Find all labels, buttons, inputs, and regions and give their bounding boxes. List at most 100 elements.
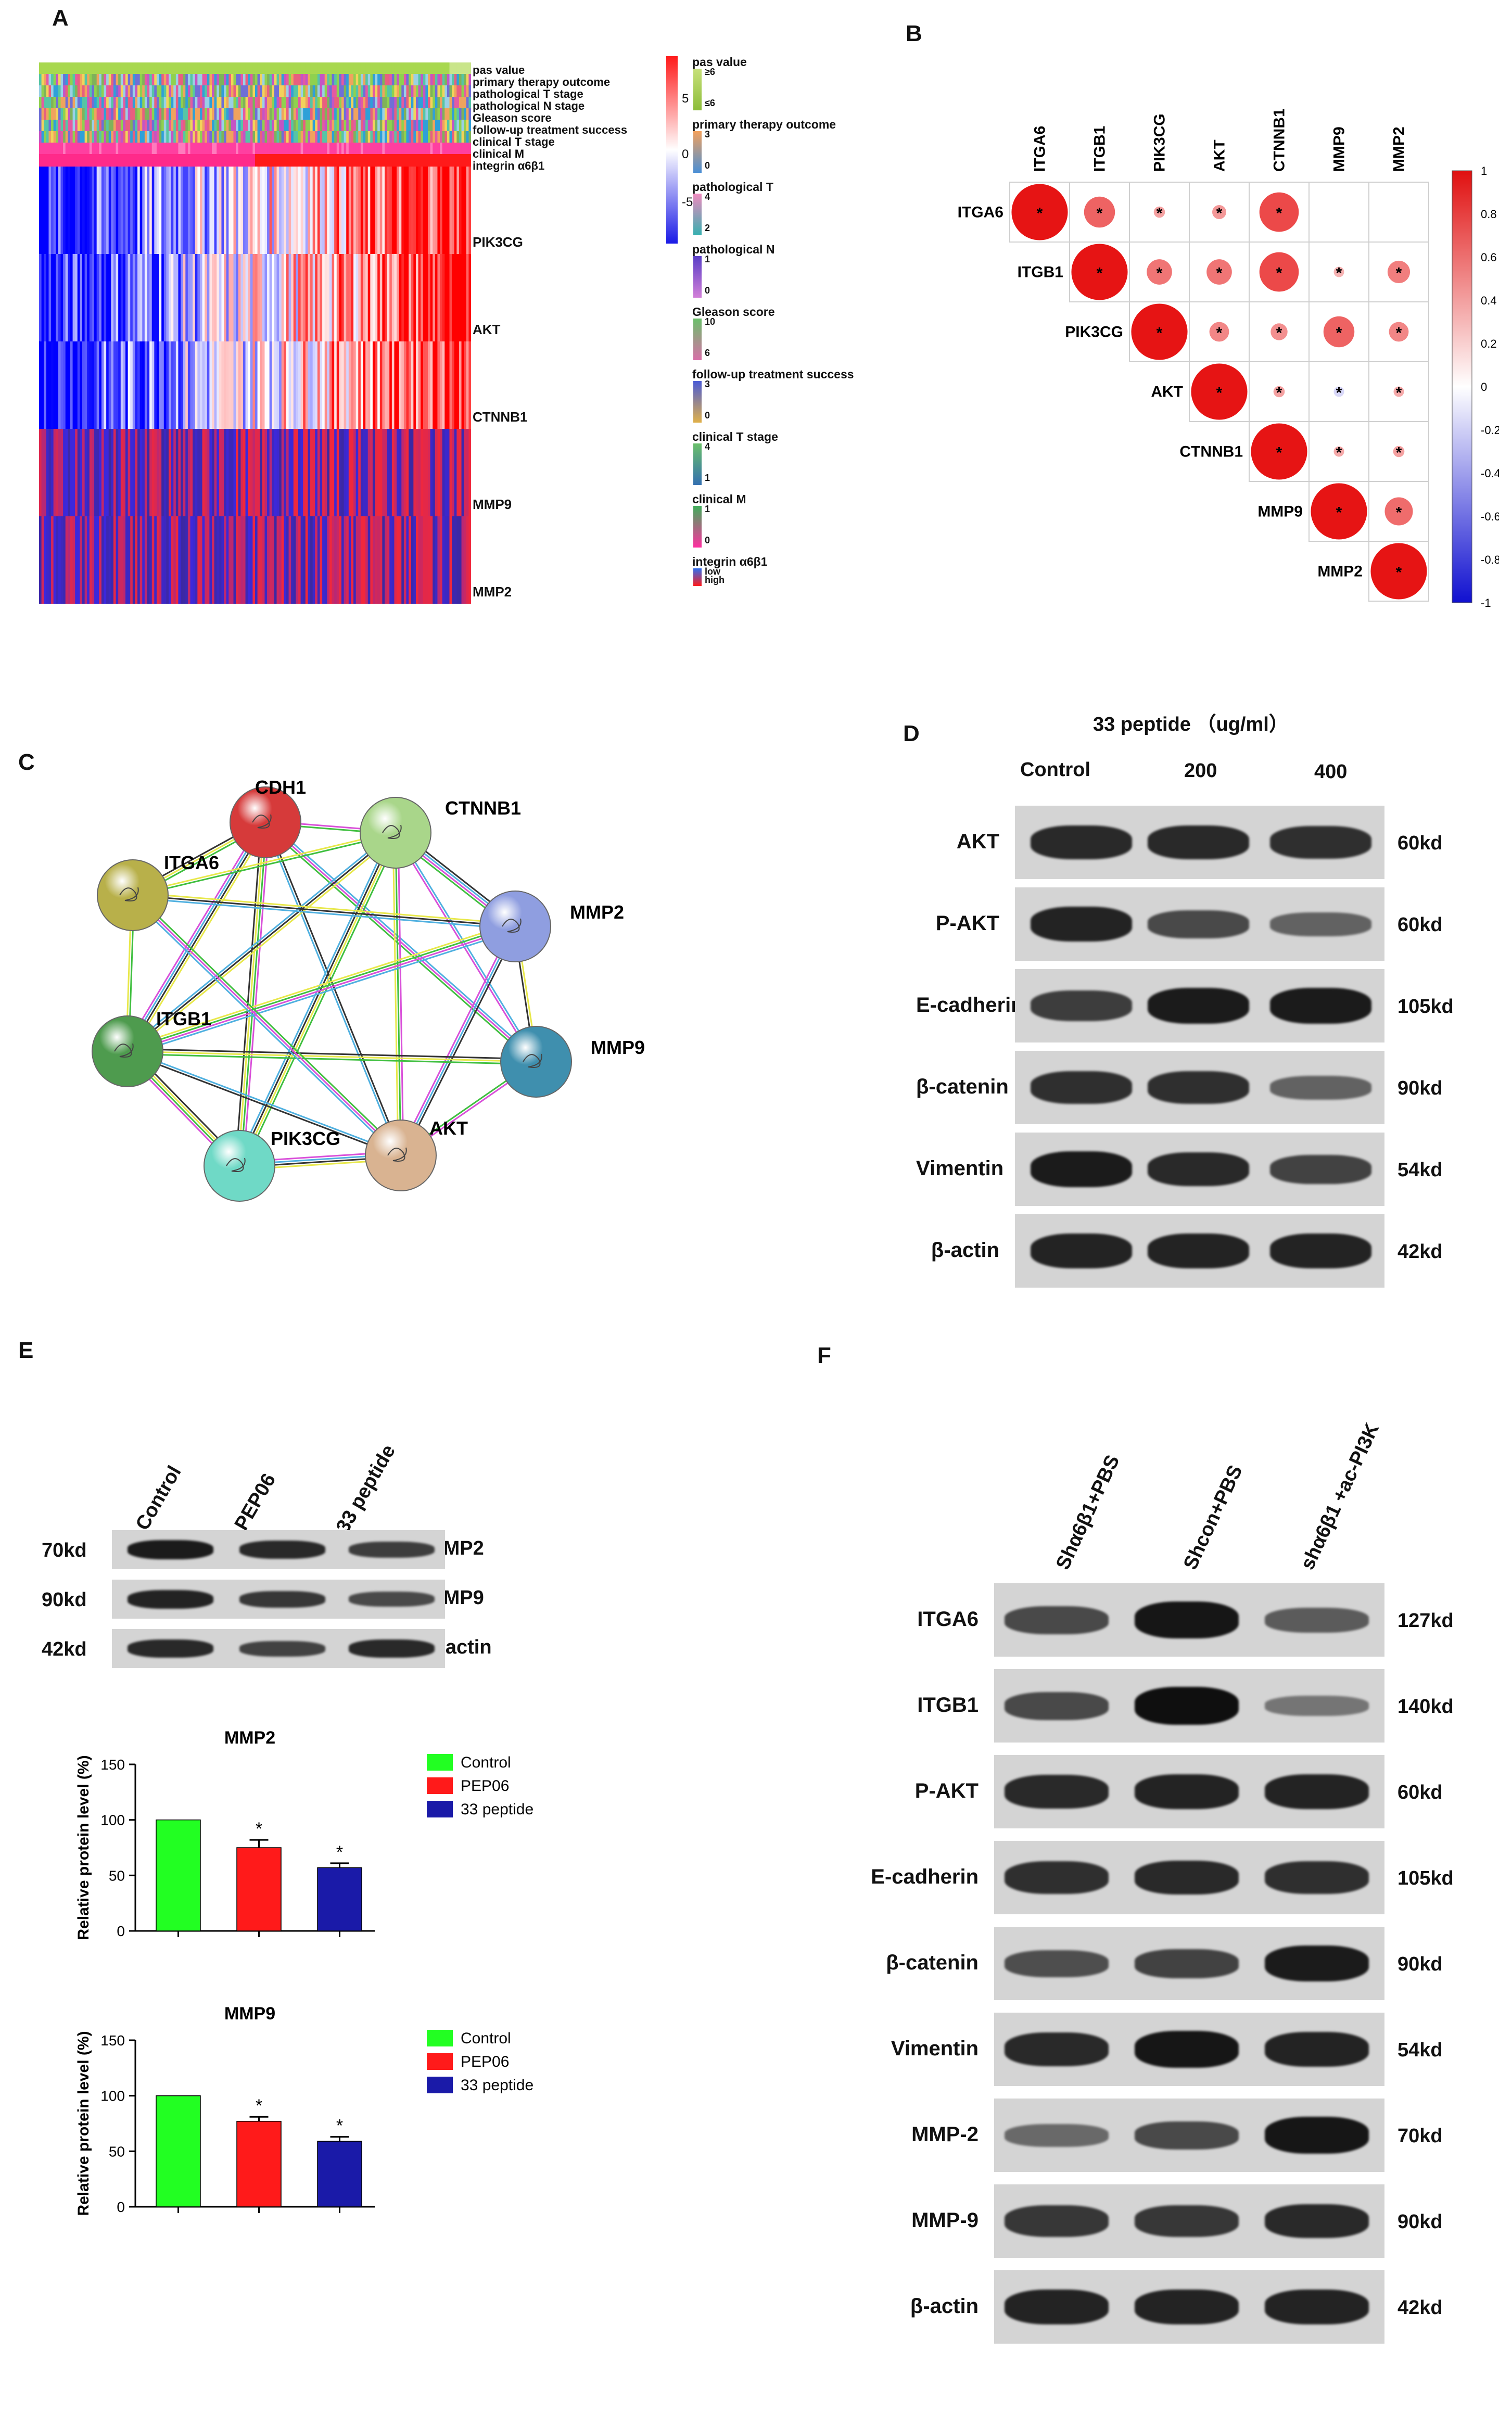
- legend-tick: 6: [705, 348, 710, 358]
- significance-star: *: [1276, 265, 1282, 282]
- legend-label: 33 peptide: [461, 1801, 533, 1818]
- corr-circle: [1084, 196, 1115, 228]
- network-edge: [128, 822, 268, 1053]
- significance-star: *: [1396, 265, 1402, 282]
- blot-band: [1135, 1774, 1239, 1809]
- blot-kd-label: 90kd: [1397, 1953, 1443, 1975]
- annotation-row-label: pathological T stage: [473, 87, 583, 100]
- significance-star: *: [1216, 205, 1223, 222]
- network-edge: [133, 892, 516, 925]
- network-edge: [125, 830, 395, 1050]
- y-tick-label: 150: [100, 1757, 125, 1773]
- network-edge: [133, 833, 396, 897]
- y-tick-label: 50: [109, 2143, 125, 2159]
- bar: [156, 1819, 201, 1931]
- blot-band: [1005, 2205, 1109, 2237]
- significance-star: *: [1276, 444, 1282, 462]
- colorbar-tick: 5: [682, 92, 689, 106]
- network-edge: [237, 832, 396, 1166]
- blot-kd-label: 42kd: [42, 1638, 87, 1660]
- significance-star: *: [1097, 265, 1103, 282]
- corr-row-label: ITGA6: [958, 204, 1003, 221]
- blot-kd-label: 127kd: [1397, 1609, 1454, 1632]
- panel-label-c: C: [18, 749, 35, 775]
- corr-circle: [1131, 303, 1188, 360]
- network-node-label: CDH1: [255, 777, 306, 798]
- blot-row-label: ITGB1: [917, 1693, 979, 1716]
- legend-label: Control: [461, 2030, 511, 2047]
- blot-strip: [994, 1669, 1384, 1743]
- network-node: [204, 1130, 275, 1202]
- blot-strip: [1015, 887, 1384, 961]
- legend-swatch: [693, 131, 702, 173]
- blot-band: [1005, 2290, 1109, 2324]
- blot-kd-label: 42kd: [1397, 1240, 1443, 1263]
- network-node: [97, 859, 169, 931]
- corr-circle: [1270, 323, 1288, 340]
- gene-row-label: MMP9: [473, 497, 512, 512]
- network-node-label: AKT: [429, 1117, 468, 1139]
- blot-band: [1005, 2032, 1109, 2066]
- legend-tick: 0: [705, 535, 710, 545]
- network-edge: [127, 1053, 536, 1065]
- blot-strip: [1015, 1133, 1384, 1206]
- blot-row-label: β-catenin: [886, 1951, 979, 1974]
- corr-col-label: PIK3CG: [1151, 113, 1168, 172]
- legend-tick: 3: [705, 379, 710, 389]
- network-edge: [395, 832, 402, 1156]
- significance-star: *: [256, 1819, 262, 1839]
- blot-row-label: P-AKT: [935, 911, 999, 935]
- legend-label: 33 peptide: [461, 2077, 533, 2094]
- blot-strip: [994, 1583, 1384, 1657]
- blot-band: [1135, 2031, 1239, 2068]
- blot-band: [1005, 1861, 1109, 1894]
- network-edge: [266, 820, 539, 1061]
- blot-row-label: E-cadherin: [916, 993, 1024, 1016]
- significance-star: *: [336, 1842, 343, 1862]
- network-node-label: ITGB1: [156, 1008, 211, 1029]
- blot-strip: [994, 1927, 1384, 2000]
- gene-row-label: MMP2: [473, 584, 512, 600]
- panel-f: Shα6β1+PBS Shcon+PBS shα6β1 +ac-PI3K ITG…: [833, 1364, 1509, 2405]
- blot-row-label: β-actin: [931, 1238, 999, 1262]
- blot-band: [1265, 1696, 1369, 1716]
- annotation-row-label: integrin α6β1: [473, 159, 545, 172]
- legend-swatch: [693, 319, 702, 360]
- blot-band: [1148, 988, 1249, 1024]
- blot-kd-label: 70kd: [1397, 2125, 1443, 2147]
- legend-swatch: [693, 443, 702, 485]
- legend-group-title: primary therapy outcome: [692, 118, 836, 131]
- significance-star: *: [1097, 205, 1103, 222]
- network-node: [479, 891, 551, 962]
- blot-row-label: β-actin: [910, 2294, 979, 2318]
- network-edge: [127, 832, 396, 1052]
- significance-star: *: [1037, 205, 1043, 222]
- significance-star: *: [1157, 205, 1163, 222]
- significance-star: *: [256, 2096, 262, 2116]
- network-edge: [393, 833, 536, 1063]
- blot-kd-label: 60kd: [1397, 832, 1443, 854]
- annotation-row-label: Gleason score: [473, 111, 552, 124]
- corr-colorbar: [1452, 170, 1472, 603]
- corr-colorbar-tick: 0.2: [1481, 337, 1497, 350]
- blot-strip: [112, 1629, 445, 1668]
- protein-structure-icon: [252, 814, 272, 829]
- blot-strip: [994, 2270, 1384, 2344]
- lane-label-400: 400: [1314, 761, 1348, 783]
- network-edge: [125, 821, 265, 1051]
- blot-band: [239, 1541, 325, 1559]
- blot-band: [1031, 990, 1132, 1021]
- blot-band: [128, 1639, 213, 1658]
- blot-band: [349, 1592, 435, 1607]
- protein-structure-icon: [387, 1147, 407, 1162]
- blot-band: [1031, 1151, 1132, 1187]
- blot-kd-label: 42kd: [1397, 2296, 1443, 2319]
- legend-swatch: [427, 1777, 453, 1794]
- blot-row-label: ITGA6: [917, 1607, 979, 1631]
- significance-star: *: [1336, 385, 1342, 402]
- network-edge: [239, 822, 268, 1166]
- blot-band: [1270, 1075, 1371, 1100]
- blot-band: [1031, 825, 1132, 859]
